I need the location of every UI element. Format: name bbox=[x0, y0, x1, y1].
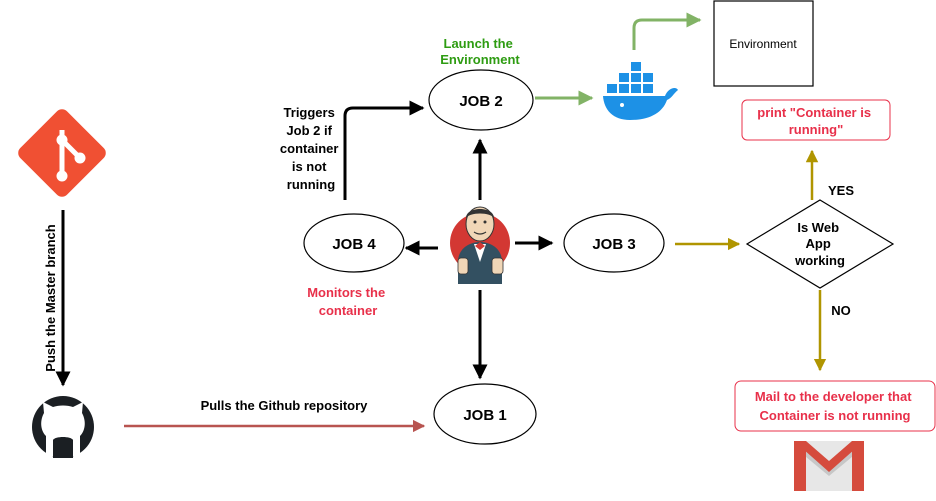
job1-node[interactable]: JOB 1 bbox=[433, 383, 537, 445]
no-label: NO bbox=[831, 303, 851, 318]
environment-box: Environment bbox=[713, 0, 814, 87]
svg-text:print "Container is runn: print "Container is running" bbox=[757, 105, 874, 137]
git-branch-glyph bbox=[56, 130, 86, 182]
yes-label: YES bbox=[828, 183, 854, 198]
job2-node[interactable]: JOB 2 bbox=[428, 69, 534, 131]
triggers-label: Triggers Job 2 if container is not runni… bbox=[280, 105, 342, 192]
docker-to-environment-arrow bbox=[632, 12, 702, 50]
svg-text:Is Web App working: Is Web App working bbox=[794, 220, 845, 268]
jenkins-butler-icon bbox=[450, 206, 510, 284]
monitors-container-label: Monitors the container bbox=[307, 285, 389, 318]
launch-environment-label: Launch the Environment bbox=[440, 36, 520, 67]
svg-text:JOB 4: JOB 4 bbox=[332, 236, 376, 253]
mail-developer-box: Mail to the developer that Container is … bbox=[734, 380, 936, 432]
web-app-decision: Is Web App working bbox=[745, 199, 895, 289]
gmail-icon bbox=[794, 441, 864, 491]
pull-repo-label: Pulls the Github repository bbox=[201, 398, 369, 413]
svg-text:Environment: Environment bbox=[729, 37, 797, 51]
job3-node[interactable]: JOB 3 bbox=[563, 213, 665, 273]
svg-text:Mail to the developer that: Mail to the developer that Container is … bbox=[755, 389, 915, 423]
push-branch-label: Push the Master branch bbox=[43, 224, 58, 371]
svg-text:JOB 1: JOB 1 bbox=[463, 407, 506, 424]
github-octocat-icon bbox=[32, 396, 94, 458]
svg-text:JOB 3: JOB 3 bbox=[592, 236, 635, 253]
job4-trigger-job2-arrow bbox=[343, 100, 425, 200]
svg-text:JOB 2: JOB 2 bbox=[459, 93, 502, 110]
job4-node[interactable]: JOB 4 bbox=[303, 213, 405, 273]
print-running-box: print "Container is running" bbox=[741, 99, 891, 141]
docker-whale-icon bbox=[603, 62, 678, 120]
